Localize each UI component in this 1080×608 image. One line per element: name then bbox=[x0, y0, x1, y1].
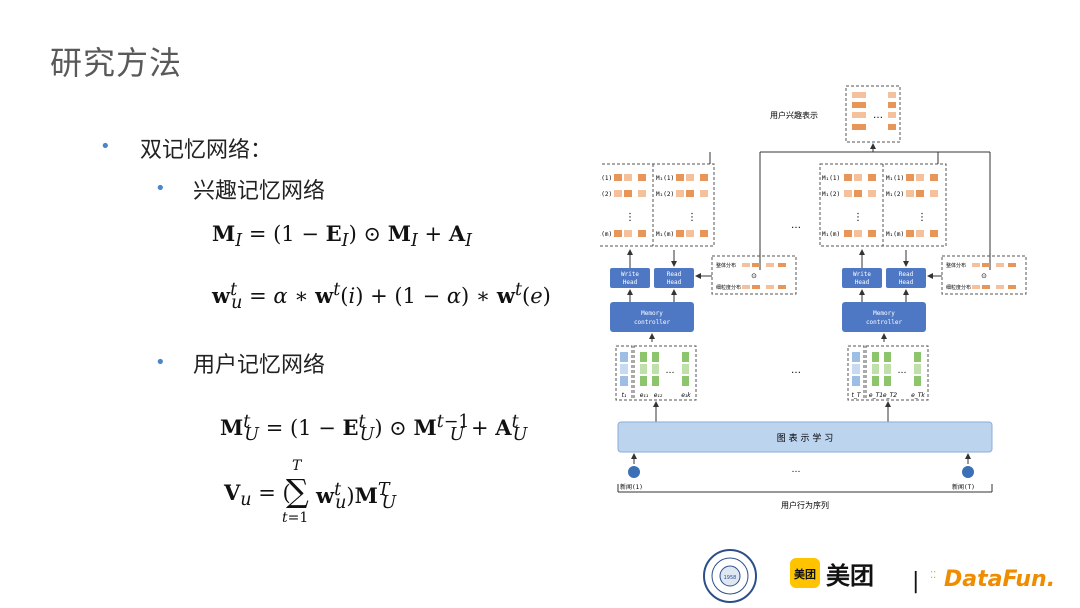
svg-text:⋮: ⋮ bbox=[853, 212, 863, 223]
svg-text:⊙: ⊙ bbox=[751, 272, 757, 280]
svg-text:e_Tk: e_Tk bbox=[911, 392, 925, 399]
news-1-label: 新闻(1) bbox=[620, 483, 643, 491]
svg-text:美团: 美团 bbox=[826, 562, 874, 590]
bullet-dot: • bbox=[155, 178, 166, 199]
svg-text:controller: controller bbox=[866, 319, 903, 326]
svg-text:Head: Head bbox=[899, 279, 914, 286]
left-memory-block: M₁(1) M₁(2) M₁(m) M₁(1) M₁(2) M₁(m) ⋮ ⋮ bbox=[600, 163, 715, 247]
svg-text:⋮: ⋮ bbox=[625, 212, 635, 223]
user-interest-matrix: … bbox=[852, 92, 896, 130]
svg-text:M₁(1): M₁(1) bbox=[886, 175, 904, 182]
logo-strip: 1958 美团 美团 | ⁚⁚ DataFun. bbox=[703, 549, 1055, 603]
left-distribution-box: 整体分布 ⊙ 细粒度分布 bbox=[695, 255, 797, 295]
svg-text:controller: controller bbox=[634, 319, 671, 326]
datafun-logo: ⁚⁚ DataFun. bbox=[930, 567, 1055, 592]
svg-text:⊙: ⊙ bbox=[981, 272, 987, 280]
svg-text:M₁(m): M₁(m) bbox=[600, 231, 612, 238]
svg-text:M₁(2): M₁(2) bbox=[886, 191, 904, 198]
svg-text:e_T1: e_T1 bbox=[869, 392, 883, 399]
equation-interest-memory-update: MI = (1 − EI) ⊙ MI + AI bbox=[212, 221, 473, 252]
svg-text:整体分布: 整体分布 bbox=[946, 262, 966, 269]
svg-text:e₁₁: e₁₁ bbox=[640, 392, 649, 399]
bullet-user-memory: 用户记忆网络 bbox=[193, 353, 326, 378]
svg-text:Head: Head bbox=[623, 279, 638, 286]
right-heads: Write Head Read Head bbox=[842, 249, 926, 288]
bullet-dot: • bbox=[100, 136, 111, 157]
svg-text:e_T2: e_T2 bbox=[883, 392, 897, 399]
user-interest-label: 用户兴趣表示 bbox=[770, 110, 818, 120]
svg-text:⁚⁚: ⁚⁚ bbox=[930, 570, 936, 581]
university-seal-icon: 1958 bbox=[703, 549, 757, 603]
user-behavior-sequence-label: 用户行为序列 bbox=[781, 500, 829, 510]
svg-text:M₁(1): M₁(1) bbox=[656, 175, 674, 182]
memory-ellipsis: … bbox=[791, 220, 801, 231]
svg-text:Write: Write bbox=[853, 271, 871, 278]
svg-text:M₁(2): M₁(2) bbox=[600, 191, 612, 198]
right-distribution-box: 整体分布 ⊙ 细粒度分布 bbox=[927, 255, 1027, 295]
svg-text:e₁k: e₁k bbox=[681, 392, 691, 399]
svg-text:Head: Head bbox=[667, 279, 682, 286]
svg-text:t_T: t_T bbox=[851, 392, 861, 399]
meituan-logo: 美团 美团 bbox=[790, 558, 874, 590]
svg-text:Memory: Memory bbox=[873, 310, 895, 317]
svg-text:t₁: t₁ bbox=[622, 392, 627, 399]
svg-text:整体分布: 整体分布 bbox=[716, 262, 736, 269]
svg-text:DataFun.: DataFun. bbox=[944, 567, 1055, 592]
svg-text:M₁(m): M₁(m) bbox=[886, 231, 904, 238]
svg-text:细粒度分布: 细粒度分布 bbox=[716, 284, 741, 291]
left-memory-controller: Memory controller bbox=[610, 289, 694, 332]
svg-text:M₁(m): M₁(m) bbox=[656, 231, 674, 238]
svg-text:M₁(m): M₁(m) bbox=[822, 231, 840, 238]
svg-text:⋮: ⋮ bbox=[687, 212, 697, 223]
graph-representation-block: 图 表 示 学 习 bbox=[617, 401, 993, 453]
equation-user-memory-update: MtU = (1 − EtU) ⊙ Mt−1U + AtU bbox=[220, 412, 528, 446]
logo-separator: | bbox=[912, 569, 919, 594]
svg-text:Head: Head bbox=[855, 279, 870, 286]
right-memory-controller: Memory controller bbox=[842, 289, 926, 332]
svg-text:M₁(2): M₁(2) bbox=[822, 191, 840, 198]
left-heads: Write Head Read Head bbox=[610, 249, 694, 288]
equation-weight: wtu = α ∗ wt(i) + (1 − α) ∗ wt(e) bbox=[212, 280, 551, 314]
slide-title: 研究方法 bbox=[50, 44, 183, 82]
svg-text:Write: Write bbox=[621, 271, 639, 278]
svg-text:M₁(1): M₁(1) bbox=[822, 175, 840, 182]
svg-text:…: … bbox=[666, 366, 675, 376]
right-embeddings: … t_T e_T1 e_T2 e_Tk bbox=[847, 333, 929, 401]
svg-text:Read: Read bbox=[899, 271, 914, 278]
svg-text:…: … bbox=[898, 366, 907, 376]
news-sequence: … 新闻(1) 新闻(T) 用户行为序列 bbox=[617, 453, 993, 510]
svg-text:细粒度分布: 细粒度分布 bbox=[946, 284, 971, 291]
bullet-dual-memory: 双记忆网络： bbox=[140, 138, 273, 163]
svg-text:Memory: Memory bbox=[641, 310, 663, 317]
footer-logos: 1958 美团 美团 | ⁚⁚ DataFun. bbox=[700, 548, 1070, 604]
svg-text:美团: 美团 bbox=[794, 567, 816, 581]
left-embeddings: … t₁ e₁₁ e₁₂ e₁k bbox=[615, 333, 697, 401]
dual-memory-network-diagram: 用户兴趣表示 … M₁(1) M₁(2) M₁(m) M₁(1) M₁(2) M… bbox=[600, 85, 1027, 510]
svg-text:M₁(1): M₁(1) bbox=[600, 175, 612, 182]
embedding-ellipsis: … bbox=[791, 365, 801, 376]
svg-text:…: … bbox=[792, 465, 801, 475]
svg-text:⋮: ⋮ bbox=[917, 212, 927, 223]
svg-text:图 表 示 学 习: 图 表 示 学 习 bbox=[777, 432, 833, 444]
right-memory-block: M₁(1) M₁(2) M₁(m) M₁(1) M₁(2) M₁(m) ⋮ ⋮ bbox=[819, 163, 947, 247]
news-T-label: 新闻(T) bbox=[952, 483, 975, 491]
svg-text:M₁(2): M₁(2) bbox=[656, 191, 674, 198]
bullet-dot: • bbox=[155, 352, 166, 373]
svg-text:…: … bbox=[873, 110, 883, 121]
svg-text:1958: 1958 bbox=[724, 575, 737, 581]
bullet-interest-memory: 兴趣记忆网络 bbox=[193, 179, 326, 204]
svg-text:Read: Read bbox=[667, 271, 682, 278]
svg-text:e₁₂: e₁₂ bbox=[654, 392, 663, 399]
